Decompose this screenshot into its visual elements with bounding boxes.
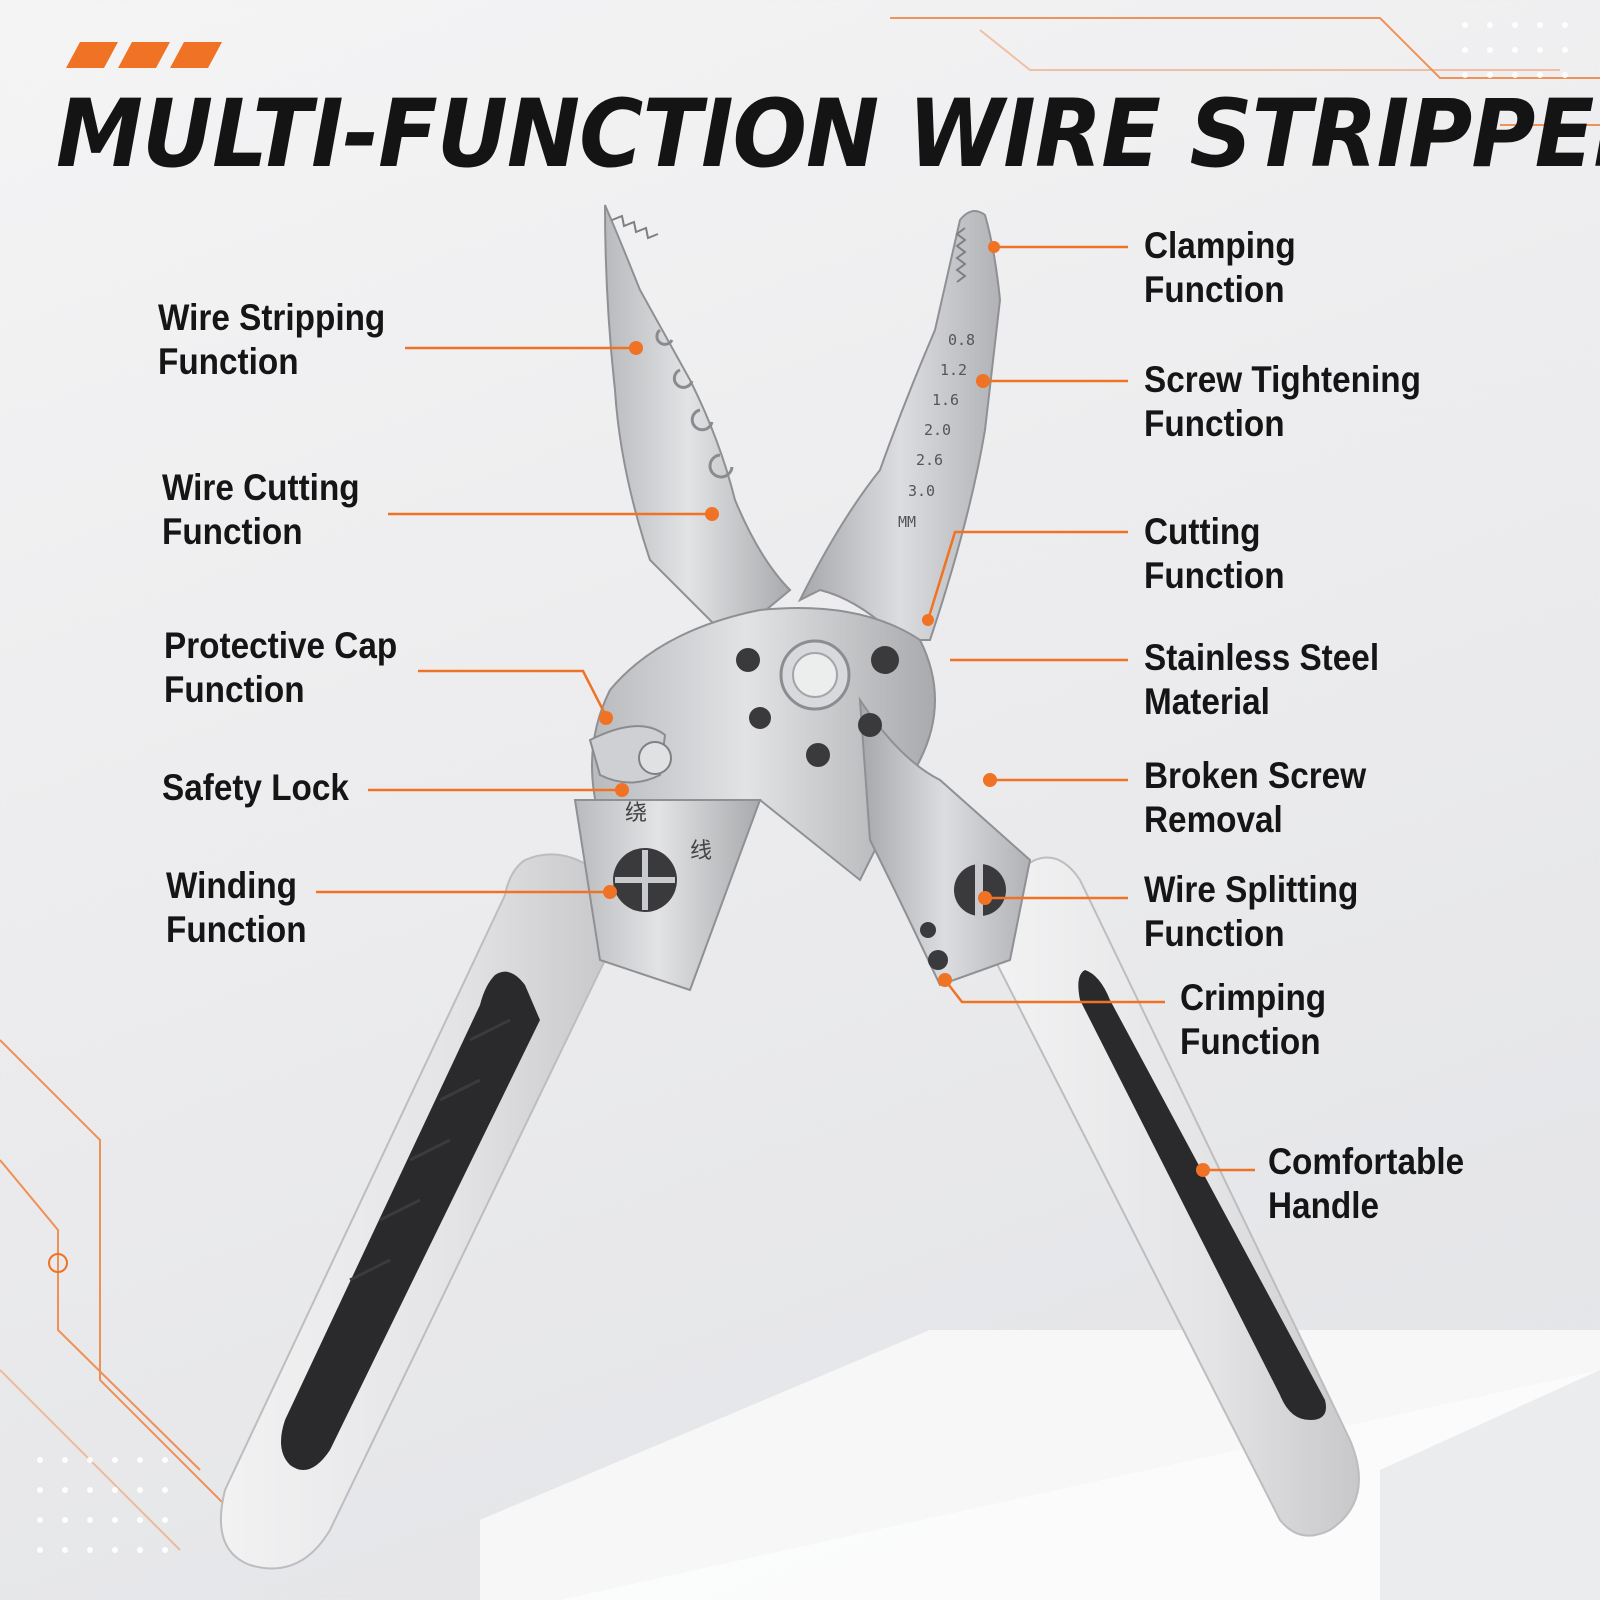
label-comfortable-handle: Comfortable Handle	[1268, 1140, 1464, 1228]
label-winding-line1: Winding	[166, 865, 298, 906]
label-cutting-line2: Function	[1144, 555, 1285, 596]
label-stainless-steel-line2: Material	[1144, 681, 1270, 722]
label-crimping-line2: Function	[1180, 1021, 1321, 1062]
label-clamping-line1: Clamping	[1144, 225, 1296, 266]
label-protective-cap-line1: Protective Cap	[164, 625, 398, 666]
label-screw-tightening-line2: Function	[1144, 403, 1285, 444]
label-wire-splitting-line1: Wire Splitting	[1144, 869, 1359, 910]
label-cutting: Cutting Function	[1144, 510, 1285, 598]
label-comfortable-handle-line2: Handle	[1268, 1185, 1380, 1226]
dot-grid-bottom-left	[37, 1457, 168, 1553]
callout-line-protective-cap	[418, 669, 608, 717]
label-wire-stripping: Wire Stripping Function	[158, 296, 385, 384]
label-stainless-steel-line1: Stainless Steel	[1144, 637, 1380, 678]
label-clamping: Clamping Function	[1144, 224, 1296, 312]
callout-line-cutting	[926, 530, 1128, 621]
gauge-mark-1-6: 1.6	[932, 391, 959, 409]
left-handle	[219, 853, 612, 1570]
label-broken-screw-line2: Removal	[1144, 799, 1283, 840]
label-screw-tightening: Screw Tightening Function	[1144, 358, 1421, 446]
blade-character-2: 线	[690, 839, 712, 864]
callout-dots	[599, 241, 1210, 1177]
label-protective-cap-line2: Function	[164, 669, 305, 710]
label-protective-cap: Protective Cap Function	[164, 624, 397, 712]
label-broken-screw-line1: Broken Screw	[1144, 755, 1367, 796]
label-wire-cutting-line1: Wire Cutting	[162, 467, 360, 508]
label-safety-lock-line1: Safety Lock	[162, 767, 349, 808]
gauge-mark-2-6: 2.6	[916, 451, 943, 469]
gauge-marks: 0.8 1.2 1.6 2.0 2.6 3.0 MM	[898, 331, 975, 531]
label-stainless-steel: Stainless Steel Material	[1144, 636, 1379, 724]
label-winding-line2: Function	[166, 909, 307, 950]
callout-lines	[316, 245, 1255, 1172]
page-title: MULTI-FUNCTION WIRE STRIPPER	[56, 80, 1600, 189]
label-wire-splitting: Wire Splitting Function	[1144, 868, 1358, 956]
label-winding: Winding Function	[166, 864, 307, 952]
gauge-mark-1-2: 1.2	[940, 361, 967, 379]
label-clamping-line2: Function	[1144, 269, 1285, 310]
blade-character-1: 绕	[625, 801, 647, 826]
title-stripes-icon	[66, 42, 222, 68]
label-comfortable-handle-line1: Comfortable	[1268, 1141, 1465, 1182]
label-crimping-line1: Crimping	[1180, 977, 1327, 1018]
pivot-body	[573, 607, 1032, 992]
label-wire-stripping-line1: Wire Stripping	[158, 297, 386, 338]
left-jaw	[604, 204, 792, 642]
label-safety-lock: Safety Lock	[162, 766, 349, 810]
label-wire-cutting: Wire Cutting Function	[162, 466, 360, 554]
gauge-mark-0-8: 0.8	[948, 331, 975, 349]
label-cutting-line1: Cutting	[1144, 511, 1261, 552]
gauge-mark-2-0: 2.0	[924, 421, 951, 439]
label-screw-tightening-line1: Screw Tightening	[1144, 359, 1421, 400]
gauge-mark-mm: MM	[898, 513, 916, 531]
label-wire-cutting-line2: Function	[162, 511, 303, 552]
label-wire-stripping-line2: Function	[158, 341, 299, 382]
label-wire-splitting-line2: Function	[1144, 913, 1285, 954]
dot-grid-top-right	[1462, 22, 1568, 78]
label-crimping: Crimping Function	[1180, 976, 1326, 1064]
label-broken-screw: Broken Screw Removal	[1144, 754, 1366, 842]
callout-line-crimping	[944, 979, 1165, 1004]
gauge-mark-3-0: 3.0	[908, 482, 935, 500]
right-jaw	[797, 210, 1002, 641]
